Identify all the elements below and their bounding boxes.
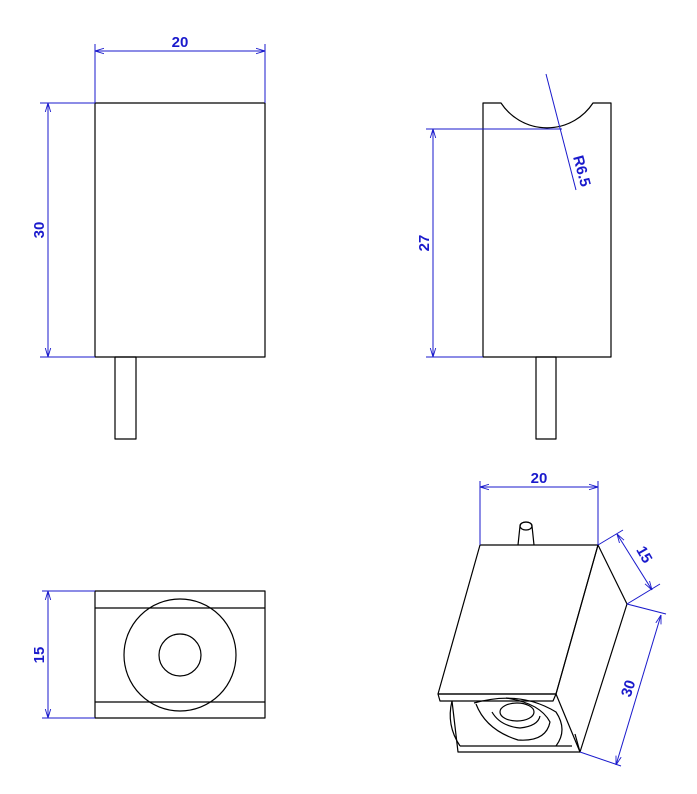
iso-width-label: 20	[531, 470, 548, 487]
iso-top-face	[437, 544, 599, 695]
iso-cup-inner	[491, 711, 541, 729]
top-view: 15	[31, 590, 266, 719]
front-width-label: 20	[172, 34, 189, 51]
side-radius-leader	[545, 73, 577, 191]
isometric-view: 20 15 30	[437, 470, 667, 767]
top-view-body	[94, 590, 266, 719]
iso-lower-body	[451, 700, 581, 753]
iso-cup-hole	[499, 702, 535, 722]
iso-depth-dimension-line	[617, 534, 652, 590]
iso-height-dimension-line	[615, 615, 662, 765]
iso-height-label: 30	[618, 678, 639, 699]
iso-cup-outer	[475, 697, 551, 741]
side-view-pin	[535, 356, 557, 440]
iso-depth-extension-top	[597, 529, 624, 546]
side-view-body	[482, 102, 612, 358]
side-radius-label: R6.5	[569, 154, 594, 189]
iso-bottom-ledge	[437, 693, 557, 702]
top-view-outer-circle	[123, 598, 237, 712]
front-view-body	[94, 102, 266, 358]
iso-depth-extension-bottom	[626, 583, 661, 605]
iso-depth-label: 15	[632, 543, 655, 566]
side-height-label: 27	[416, 235, 433, 252]
front-view: 20 30	[31, 34, 266, 440]
iso-height-extension-top	[626, 603, 667, 615]
front-height-label: 30	[31, 222, 48, 239]
top-depth-label: 15	[31, 647, 48, 664]
iso-groove-arc	[473, 697, 563, 747]
iso-height-extension-bottom	[579, 751, 622, 767]
iso-pin-end	[519, 521, 533, 531]
top-view-inner-circle	[158, 633, 202, 677]
front-view-pin	[114, 356, 137, 440]
iso-groove-left	[449, 700, 461, 747]
iso-side-face	[555, 544, 628, 753]
side-view: 27 R6.5	[416, 73, 612, 440]
